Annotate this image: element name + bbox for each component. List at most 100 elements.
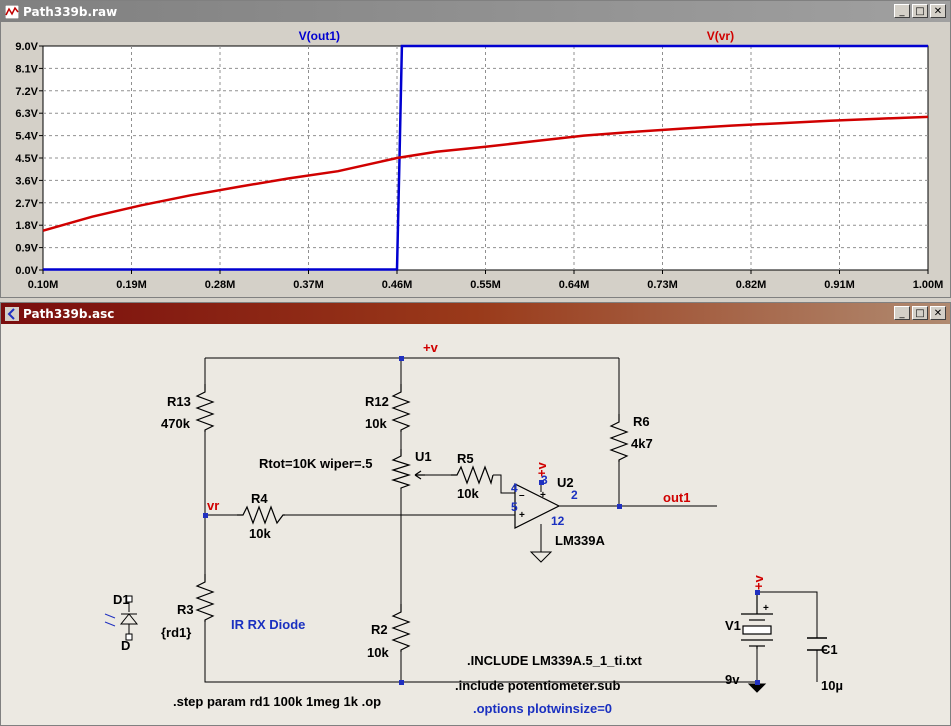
r12-value: 10k bbox=[365, 416, 387, 431]
y-tick-label: 7.2V bbox=[15, 86, 38, 98]
plot-window-title: Path339b.raw bbox=[23, 4, 118, 19]
v1-label: V1 bbox=[725, 618, 741, 633]
pin-2: 2 bbox=[571, 488, 578, 502]
lm339-comparator bbox=[514, 483, 561, 529]
minimize-button[interactable]: _ bbox=[894, 4, 910, 18]
r12-resistor bbox=[391, 384, 411, 432]
x-tick-label: 0.91M bbox=[824, 279, 855, 291]
legend-V(vr)[interactable]: V(vr) bbox=[707, 29, 734, 43]
y-tick-label: 0.0V bbox=[15, 265, 38, 277]
r4-resistor bbox=[237, 505, 285, 525]
schematic-canvas[interactable]: +v R13 470k R12 10k U1 Rtot=10K wiper=.5… bbox=[1, 324, 950, 725]
y-tick-label: 6.3V bbox=[15, 108, 38, 120]
r13-value: 470k bbox=[161, 416, 191, 431]
x-tick-label: 1.00M bbox=[913, 279, 944, 291]
y-tick-label: 4.5V bbox=[15, 153, 38, 165]
net-label-out1: out1 bbox=[663, 490, 690, 505]
u1-label: U1 bbox=[415, 449, 432, 464]
v1-supply-label: +v bbox=[751, 574, 766, 590]
d1-label: D1 bbox=[113, 592, 130, 607]
u2-supply-label: +v bbox=[534, 461, 549, 477]
r13-label: R13 bbox=[167, 394, 191, 409]
schematic-icon bbox=[5, 306, 19, 321]
minimize-button[interactable]: _ bbox=[894, 306, 910, 320]
close-button[interactable]: ✕ bbox=[930, 4, 946, 18]
r2-resistor bbox=[391, 604, 411, 652]
series-line-V(vr) bbox=[42, 115, 929, 232]
v1-battery bbox=[741, 592, 773, 649]
x-tick-label: 0.19M bbox=[116, 279, 147, 291]
v1-plus-symbol: + bbox=[763, 603, 769, 614]
pin-plus-symbol: + bbox=[540, 490, 546, 501]
wiper-arrow bbox=[414, 470, 425, 480]
d1-value: D bbox=[121, 638, 130, 653]
r5-resistor bbox=[451, 465, 494, 486]
x-tick-label: 0.82M bbox=[736, 279, 767, 291]
step-directive: .step param rd1 100k 1meg 1k .op bbox=[173, 694, 381, 709]
x-tick-label: 0.55M bbox=[470, 279, 501, 291]
y-tick-label: 8.1V bbox=[15, 63, 38, 75]
r5-label: R5 bbox=[457, 451, 474, 466]
y-tick-label: 2.7V bbox=[15, 198, 38, 210]
r6-resistor bbox=[609, 414, 629, 462]
pin-minus-symbol: – bbox=[519, 490, 525, 501]
include-directive-2: .include potentiometer.sub bbox=[455, 678, 620, 693]
plot-window: Path339b.raw _ □ ✕ 0.0V 0.9V 1.8V 2.7V 3.6V 4… bbox=[0, 0, 951, 298]
ir-diode-comment: IR RX Diode bbox=[231, 617, 305, 632]
ground-icon bbox=[529, 551, 553, 563]
r3-label: R3 bbox=[177, 602, 194, 617]
schematic-window-title: Path339b.asc bbox=[23, 306, 115, 321]
junction-dots bbox=[203, 356, 760, 685]
r13-resistor bbox=[195, 384, 215, 432]
c1-value: 10µ bbox=[821, 678, 843, 693]
x-tick-label: 0.28M bbox=[205, 279, 236, 291]
r4-value: 10k bbox=[249, 526, 271, 541]
waveform-plot[interactable]: 0.0V 0.9V 1.8V 2.7V 3.6V 4.5V 5.4V 6.3V 7.2V 8.1V… bbox=[1, 22, 950, 297]
net-label-vr: vr bbox=[207, 498, 219, 513]
r6-value: 4k7 bbox=[631, 436, 653, 451]
r3-resistor bbox=[195, 574, 215, 622]
pin-plus-symbol-2: + bbox=[519, 510, 525, 521]
wires bbox=[204, 357, 818, 683]
u2-label: U2 bbox=[557, 475, 574, 490]
pin-5: 5 bbox=[511, 500, 518, 514]
pin-3: 3 bbox=[541, 473, 548, 487]
net-label-plus-v: +v bbox=[423, 340, 439, 355]
r12-label: R12 bbox=[365, 394, 389, 409]
y-tick-label: 1.8V bbox=[15, 220, 38, 232]
x-tick-label: 0.64M bbox=[559, 279, 590, 291]
options-directive: .options plotwinsize=0 bbox=[473, 701, 612, 716]
u1-potentiometer bbox=[390, 449, 412, 489]
ground-icon bbox=[747, 683, 767, 693]
c1-capacitor bbox=[807, 637, 827, 651]
rtot-param: Rtot=10K wiper=.5 bbox=[259, 456, 372, 471]
pin-12: 12 bbox=[551, 514, 565, 528]
r5-value: 10k bbox=[457, 486, 479, 501]
y-tick-label: 9.0V bbox=[15, 41, 38, 53]
close-button[interactable]: ✕ bbox=[930, 306, 946, 320]
r6-label: R6 bbox=[633, 414, 650, 429]
maximize-button[interactable]: □ bbox=[912, 306, 928, 320]
d1-photodiode bbox=[104, 595, 139, 641]
r2-value: 10k bbox=[367, 645, 389, 660]
v1-value: 9v bbox=[725, 672, 740, 687]
r3-value: {rd1} bbox=[161, 625, 191, 640]
r4-label: R4 bbox=[251, 491, 268, 506]
schematic-window-titlebar[interactable]: Path339b.asc _ □ ✕ bbox=[1, 303, 950, 324]
x-tick-label: 0.73M bbox=[647, 279, 678, 291]
x-tick-label: 0.46M bbox=[382, 279, 413, 291]
y-tick-label: 3.6V bbox=[15, 175, 38, 187]
r2-label: R2 bbox=[371, 622, 388, 637]
resistors bbox=[195, 384, 629, 652]
waveform-icon bbox=[5, 4, 19, 19]
include-directive-1: .INCLUDE LM339A.5_1_ti.txt bbox=[467, 653, 642, 668]
c1-label: C1 bbox=[821, 642, 838, 657]
legend-V(out1)[interactable]: V(out1) bbox=[299, 29, 340, 43]
lm339-label: LM339A bbox=[555, 533, 605, 548]
y-tick-label: 0.9V bbox=[15, 243, 38, 255]
pin-4: 4 bbox=[511, 481, 518, 495]
x-tick-label: 0.10M bbox=[28, 279, 59, 291]
y-tick-label: 5.4V bbox=[15, 131, 38, 143]
plot-window-titlebar[interactable]: Path339b.raw _ □ ✕ bbox=[1, 1, 950, 22]
maximize-button[interactable]: □ bbox=[912, 4, 928, 18]
